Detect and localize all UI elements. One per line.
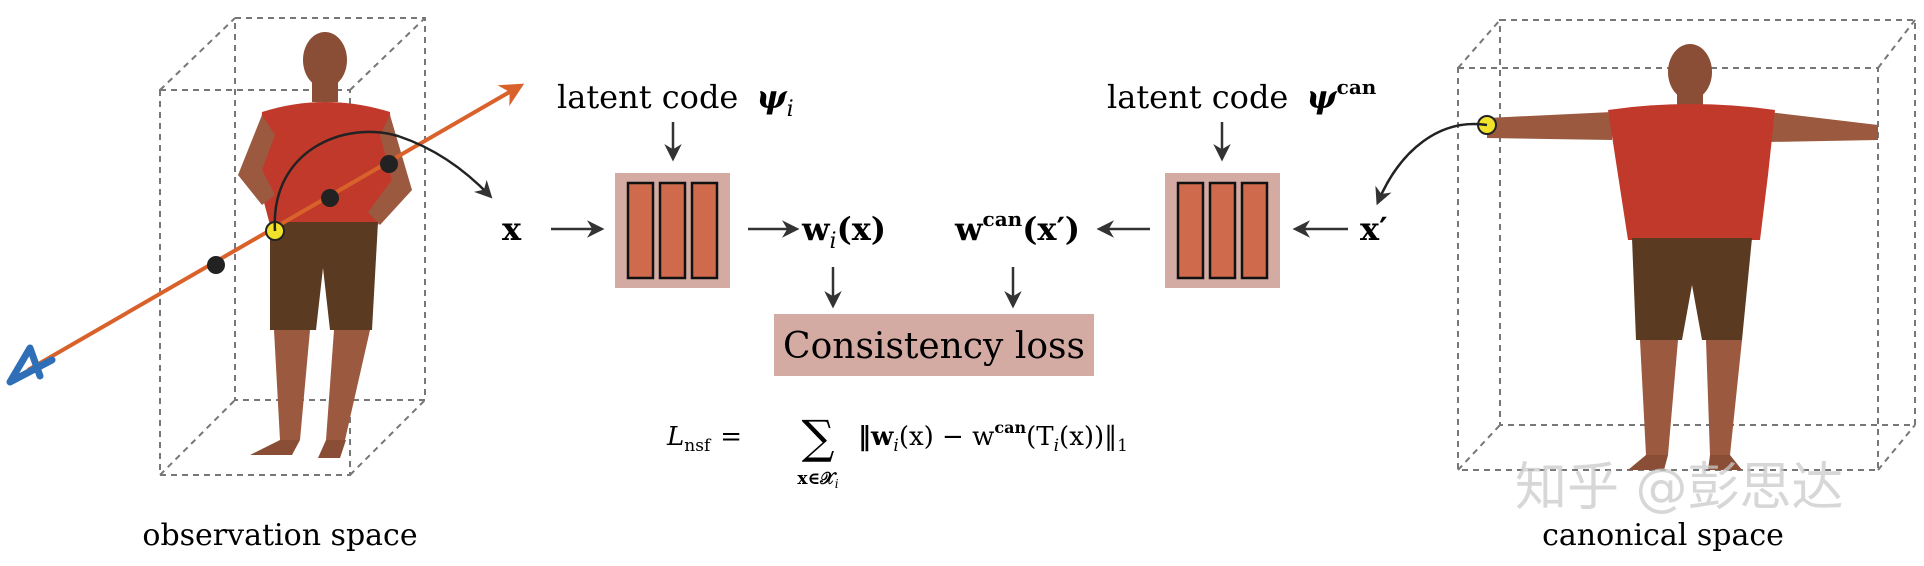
point-to-x-arrow (273, 130, 493, 232)
sample-point-dark (207, 256, 225, 274)
sample-point-dark (380, 155, 398, 173)
right-latent-code-label: latent code ψcan (1107, 75, 1377, 116)
right-mlp-layer (1240, 181, 1269, 280)
left-input-x: x (502, 210, 522, 248)
consistency-loss-label: Consistency loss (783, 326, 1085, 367)
canonical-bounding-box (1457, 19, 1916, 471)
right-output-w-can: wcan(x′) (954, 207, 1080, 248)
left-mlp-layer (626, 181, 655, 280)
left-output-w: wi(x) (801, 210, 886, 254)
formula-body: ‖wi(x) − wcan(Ti(x))‖1 (858, 418, 1128, 456)
sample-point-dark (321, 189, 339, 207)
camera-icon (6, 344, 56, 386)
observation-space-panel: observation space (6, 17, 525, 553)
left-latent-code-label: latent code ψi (557, 78, 794, 122)
left-mlp-layer (690, 181, 719, 280)
right-mlp-layer (1176, 181, 1205, 280)
canonical-person (1487, 44, 1878, 470)
consistency-loss-box: Consistency loss (774, 314, 1094, 376)
formula-lhs: Lnsf= (666, 422, 742, 456)
formula-sum-symbol: ∑ (802, 410, 835, 464)
observation-person (238, 32, 412, 458)
watermark: 知乎 @彭思达 (1515, 458, 1844, 518)
observation-bounding-box (159, 17, 426, 476)
canonical-space-caption: canonical space (1542, 518, 1784, 553)
left-mlp-layer (658, 181, 687, 280)
right-input-x-prime: x′ (1360, 210, 1388, 248)
right-mlp-layer (1208, 181, 1237, 280)
canonical-space-panel: canonical space (1375, 19, 1916, 553)
loss-formula: Lnsf= ∑ x∈𝒳i ‖wi(x) − wcan(Ti(x))‖1 (666, 410, 1128, 491)
formula-sum-index: x∈𝒳i (797, 469, 838, 491)
point-to-x-prime-arrow (1375, 122, 1488, 206)
right-network: latent code ψcan x′ wcan(x′) (954, 75, 1388, 309)
left-network: latent code ψi x wi(x) (502, 78, 886, 309)
observation-space-caption: observation space (142, 518, 417, 553)
